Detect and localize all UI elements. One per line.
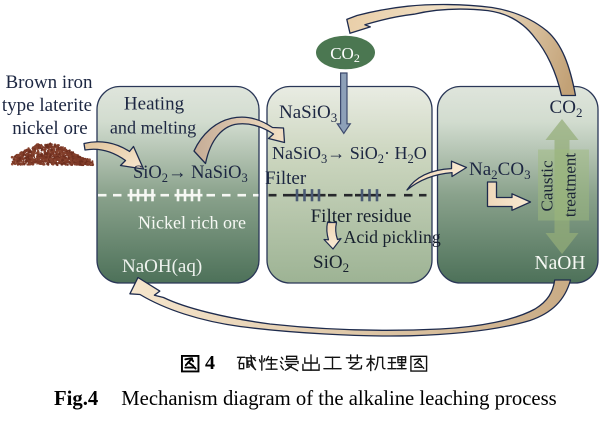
svg-text:Heating: Heating: [124, 94, 185, 115]
svg-text:NaOH: NaOH: [535, 253, 586, 274]
svg-text:nickel ore: nickel ore: [12, 118, 87, 139]
svg-text:Acid pickling: Acid pickling: [344, 227, 441, 247]
svg-text:Caustic: Caustic: [538, 160, 557, 211]
svg-text:Brown iron: Brown iron: [5, 72, 93, 93]
svg-text:SiO2: SiO2: [313, 252, 349, 275]
svg-text:NaSiO3: NaSiO3: [279, 102, 337, 125]
svg-text:NaOH(aq): NaOH(aq): [122, 256, 202, 277]
svg-text:CO2: CO2: [550, 97, 583, 120]
svg-text:Filter residue: Filter residue: [311, 206, 412, 227]
svg-text:and melting: and melting: [110, 118, 196, 138]
svg-text:Filter: Filter: [265, 168, 307, 189]
svg-text:type laterite: type laterite: [2, 95, 92, 116]
svg-text:NaSiO3→ SiO2· H2O: NaSiO3→ SiO2· H2O: [272, 143, 427, 166]
svg-text:treatment: treatment: [561, 153, 580, 217]
svg-text:SiO2→ NaSiO3: SiO2→ NaSiO3: [133, 163, 248, 185]
svg-text:Na2CO3: Na2CO3: [469, 159, 531, 182]
svg-text:Nickel rich ore: Nickel rich ore: [138, 213, 246, 233]
svg-text:4: 4: [205, 352, 215, 374]
svg-text:CO2: CO2: [330, 44, 360, 65]
